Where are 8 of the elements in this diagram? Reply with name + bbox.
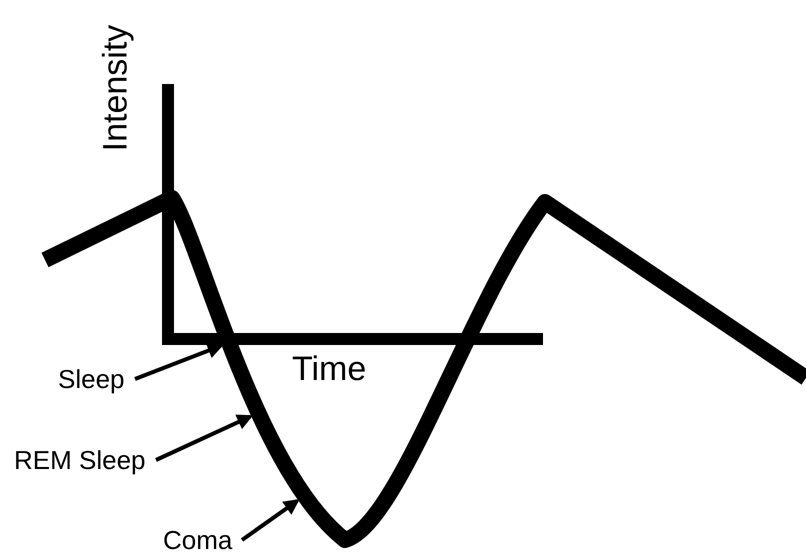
axis-label: Time xyxy=(292,352,366,386)
curve-label: Sleep xyxy=(58,366,124,392)
leader-arrow xyxy=(155,414,254,462)
axis-label: Intensity xyxy=(98,24,132,152)
leader-arrow xyxy=(240,499,300,542)
curve-label: REM Sleep xyxy=(14,447,146,473)
leader-arrow xyxy=(134,343,224,381)
curve-label: Coma xyxy=(163,527,232,553)
